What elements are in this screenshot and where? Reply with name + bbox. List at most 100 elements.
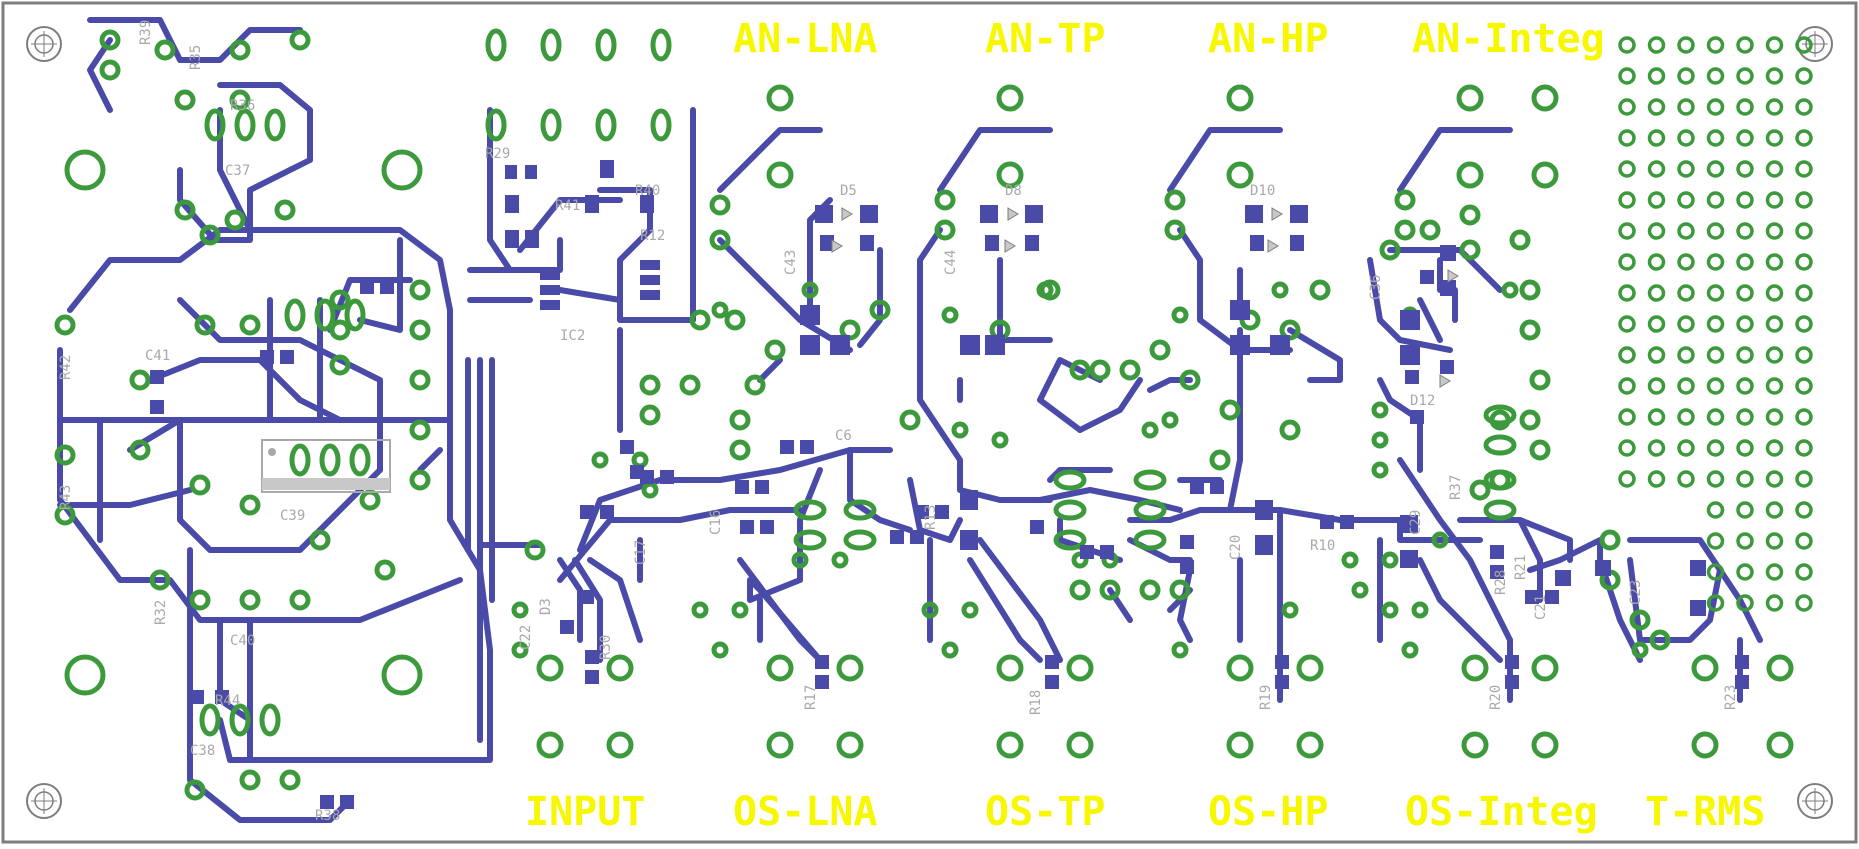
grid-pad — [1677, 408, 1695, 426]
diode-icon — [831, 207, 1459, 388]
grid-pad — [1765, 222, 1784, 240]
grid-pad — [1706, 532, 1725, 550]
designator: C16 — [708, 510, 724, 535]
designator: C39 — [280, 508, 305, 524]
designator: C43 — [783, 250, 799, 275]
designator: R20 — [1488, 685, 1504, 710]
grid-pad — [1706, 191, 1725, 209]
grid-pad — [1706, 315, 1725, 333]
designator: C36 — [1368, 275, 1384, 300]
grid-pad — [1618, 346, 1636, 364]
grid-pad — [1706, 67, 1725, 85]
designator: R44 — [215, 693, 240, 709]
grid-pad — [1736, 129, 1754, 147]
grid-pad — [1677, 191, 1695, 209]
designator: C23 — [1628, 580, 1644, 605]
grid-pad — [1706, 563, 1725, 581]
grid-pad — [1677, 470, 1695, 488]
grid-pad — [1618, 377, 1636, 395]
grid-pad — [1706, 346, 1725, 364]
label-an-tp: AN-TP — [985, 16, 1105, 62]
label-input: INPUT — [525, 789, 645, 835]
grid-pad — [1736, 532, 1754, 550]
grid-pad — [1795, 470, 1813, 488]
grid-pad — [1677, 315, 1695, 333]
grid-pad — [1647, 408, 1666, 426]
label-an-integ: AN-Integ — [1412, 16, 1605, 62]
designator: IC2 — [560, 328, 585, 344]
designator: R38 — [315, 808, 340, 824]
grid-pad — [1706, 36, 1725, 54]
grid-pad — [1706, 439, 1725, 457]
grid-pad — [1647, 439, 1666, 457]
designator: D3 — [538, 598, 554, 615]
designator: C20 — [1228, 535, 1244, 560]
grid-pad — [1765, 377, 1784, 395]
grid-pad — [1618, 98, 1636, 116]
grid-pad — [1706, 377, 1725, 395]
grid-pad — [1618, 129, 1636, 147]
designator: R10 — [1310, 538, 1335, 554]
designator: C29 — [1408, 510, 1424, 535]
grid-pad — [1736, 563, 1754, 581]
designator: C37 — [225, 163, 250, 179]
grid-pad — [1765, 501, 1784, 519]
grid-pad — [1706, 594, 1725, 612]
component-designators: R39 R35 R36 C37 R29 R40 R12 R41 IC2 C43 … — [58, 20, 1739, 824]
grid-pad — [1647, 98, 1666, 116]
grid-pad — [1736, 470, 1754, 488]
grid-pad — [1736, 408, 1754, 426]
grid-pad — [1647, 67, 1666, 85]
grid-pad — [1647, 284, 1666, 302]
grid-pad — [1795, 36, 1813, 54]
label-os-hp: OS-HP — [1208, 789, 1328, 835]
grid-pad — [1736, 594, 1754, 612]
grid-pad — [1795, 222, 1813, 240]
grid-pad — [1736, 346, 1754, 364]
grid-pad — [1795, 563, 1813, 581]
grid-pad — [1706, 284, 1725, 302]
grid-pad — [1795, 346, 1813, 364]
grid-pad — [1765, 315, 1784, 333]
grid-pad — [1618, 222, 1636, 240]
grid-pad — [1647, 253, 1666, 271]
designator: R32 — [153, 600, 169, 625]
grid-pad — [1736, 377, 1754, 395]
grid-pad — [1706, 160, 1725, 178]
designator: C40 — [230, 633, 255, 649]
grid-pad — [1795, 191, 1813, 209]
designator: R17 — [803, 685, 819, 710]
designator: C22 — [518, 625, 534, 650]
designator: C6 — [835, 428, 852, 444]
grid-pad — [1736, 315, 1754, 333]
grid-pad — [1647, 36, 1666, 54]
designator: R19 — [1258, 685, 1274, 710]
grid-pad — [1795, 129, 1813, 147]
mounting-hole-icon — [1797, 783, 1833, 819]
grid-pad — [1736, 439, 1754, 457]
grid-pad — [1765, 67, 1784, 85]
grid-pad — [1647, 346, 1666, 364]
designator: R28 — [1493, 570, 1509, 595]
mounting-hole-icon — [26, 26, 62, 62]
grid-pad — [1647, 129, 1666, 147]
grid-pad — [1647, 191, 1666, 209]
grid-pad — [1618, 191, 1636, 209]
mounting-hole-icon — [1797, 26, 1833, 62]
designator: R23 — [1723, 685, 1739, 710]
grid-pad — [1795, 408, 1813, 426]
grid-pad — [1765, 98, 1784, 116]
grid-pad — [1795, 501, 1813, 519]
grid-pad — [1736, 222, 1754, 240]
grid-pad — [1736, 67, 1754, 85]
grid-pad — [1618, 160, 1636, 178]
grid-pad — [1736, 191, 1754, 209]
grid-pad — [1765, 284, 1784, 302]
grid-pad — [1736, 98, 1754, 116]
grid-pad — [1647, 222, 1666, 240]
silkscreen-labels: AN-LNA AN-TP AN-HP AN-Integ INPUT OS-LNA… — [525, 16, 1765, 835]
grid-pad — [1618, 470, 1636, 488]
grid-pad — [1795, 98, 1813, 116]
grid-pad — [1795, 594, 1813, 612]
